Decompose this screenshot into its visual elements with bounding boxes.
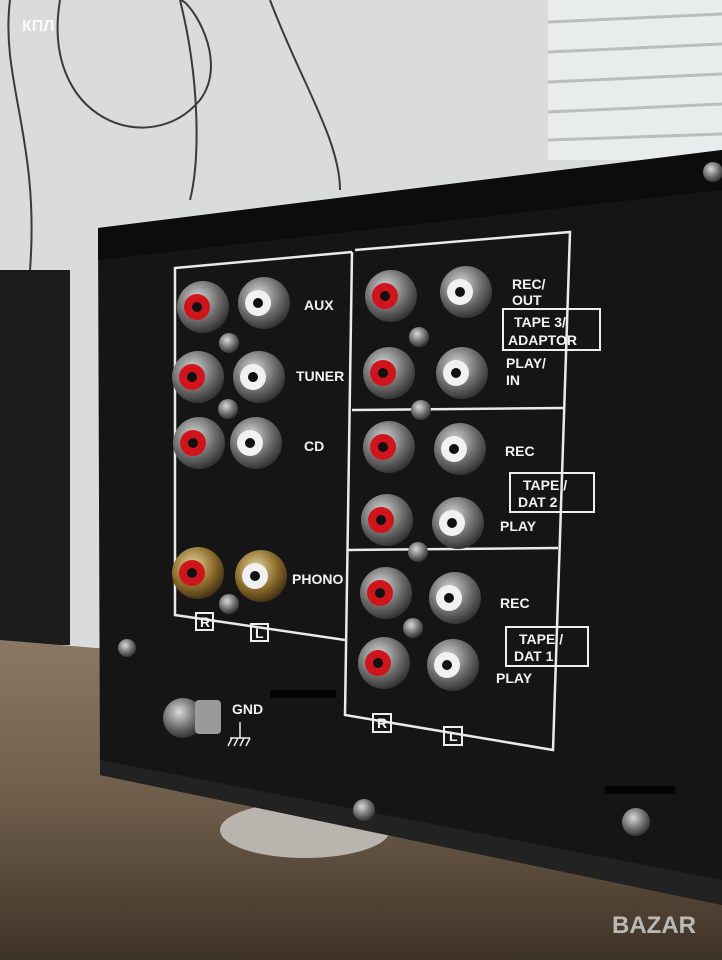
label-rec-dat1: REC xyxy=(500,595,530,611)
screw xyxy=(219,333,239,353)
label-cd: CD xyxy=(304,438,324,454)
label-phono: PHONO xyxy=(292,571,343,587)
rca-jack-white[interactable] xyxy=(233,351,285,403)
input-frames xyxy=(173,230,572,752)
rca-jack-red[interactable] xyxy=(172,547,224,599)
label-right-r: R xyxy=(377,715,387,731)
label-rec-dat2: REC xyxy=(505,443,535,459)
label-rec-out-2: OUT xyxy=(512,292,542,308)
label-play-dat2: PLAY xyxy=(500,518,537,534)
rca-jack-white[interactable] xyxy=(230,417,282,469)
rca-jack-white[interactable] xyxy=(434,423,486,475)
label-tape3-2: ADAPTOR xyxy=(508,332,577,348)
label-play-dat1: PLAY xyxy=(496,670,533,686)
ground-symbol-icon xyxy=(227,722,251,747)
vent-slot xyxy=(270,690,336,698)
screw xyxy=(411,400,431,420)
rca-jack-red[interactable] xyxy=(361,494,413,546)
label-left-r: R xyxy=(200,614,210,630)
rca-jack-white[interactable] xyxy=(432,497,484,549)
rca-jack-white[interactable] xyxy=(235,550,287,602)
label-dat1-2: DAT 1 xyxy=(514,648,554,664)
label-rec-out-1: REC/ xyxy=(512,276,546,292)
blind-slats xyxy=(547,12,722,142)
label-dat2-2: DAT 2 xyxy=(518,494,558,510)
label-tuner: TUNER xyxy=(296,368,344,384)
speaker xyxy=(0,270,70,645)
label-gnd: GND xyxy=(232,701,263,717)
rca-jack-red[interactable] xyxy=(177,281,229,333)
cables xyxy=(7,0,341,271)
label-right-l: L xyxy=(449,728,458,744)
screw xyxy=(409,327,429,347)
rca-jack-white[interactable] xyxy=(436,347,488,399)
rca-jack-white[interactable] xyxy=(429,572,481,624)
label-left-l: L xyxy=(255,625,264,641)
screw xyxy=(408,542,428,562)
rca-jack-red[interactable] xyxy=(360,567,412,619)
panel-screws xyxy=(118,162,722,836)
label-play-in-2: IN xyxy=(506,372,520,388)
rca-jack-red[interactable] xyxy=(363,421,415,473)
rca-jack-red[interactable] xyxy=(365,270,417,322)
label-dat1-1: TAPE / xyxy=(519,631,563,647)
screw xyxy=(219,594,239,614)
screw xyxy=(403,618,423,638)
rca-jack-red[interactable] xyxy=(363,347,415,399)
watermark-kpl: КПЛ xyxy=(22,18,55,35)
rca-jack-red[interactable] xyxy=(358,637,410,689)
screw xyxy=(218,399,238,419)
rca-jack-red[interactable] xyxy=(173,417,225,469)
label-tape3-1: TAPE 3/ xyxy=(514,314,566,330)
vent-slot xyxy=(605,786,675,794)
label-dat2-1: TAPE / xyxy=(523,477,567,493)
ground-terminal[interactable] xyxy=(163,698,203,738)
watermark-bazar-logo: BAZAR xyxy=(612,912,696,939)
rca-jack-white[interactable] xyxy=(427,639,479,691)
label-aux: AUX xyxy=(304,297,334,313)
label-play-in-1: PLAY/ xyxy=(506,355,546,371)
rca-jack-white[interactable] xyxy=(238,277,290,329)
rca-jack-red[interactable] xyxy=(172,351,224,403)
rca-jacks xyxy=(172,266,492,691)
rca-jack-white[interactable] xyxy=(440,266,492,318)
